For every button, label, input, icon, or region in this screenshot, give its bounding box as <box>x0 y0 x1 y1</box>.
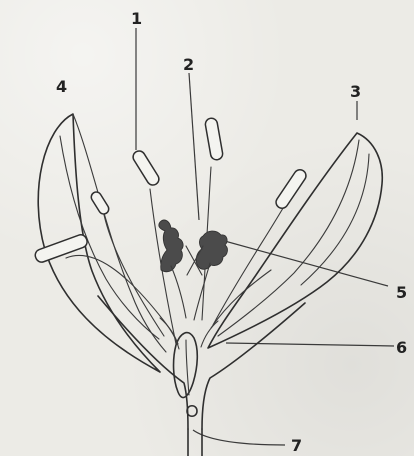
label-6: 6 <box>396 338 407 357</box>
leader-line-7 <box>193 430 285 445</box>
right-tepal-outline <box>208 133 382 348</box>
label-2: 2 <box>183 55 194 74</box>
anther-upper-left <box>131 149 161 188</box>
anther-right <box>274 167 309 210</box>
label-7: 7 <box>291 436 302 455</box>
stem <box>188 429 202 456</box>
label-5: 5 <box>396 283 407 302</box>
label-4: 4 <box>56 77 67 96</box>
stigma-left <box>159 220 183 272</box>
pedicel-node <box>187 406 197 417</box>
stamen-filament-right <box>213 203 286 325</box>
stigma-left-style <box>171 266 186 318</box>
label-1: 1 <box>131 9 142 28</box>
anther-upper-center <box>204 117 223 160</box>
label-3: 3 <box>350 82 361 101</box>
ovary-inner <box>186 340 189 395</box>
anther-left-small <box>89 190 110 216</box>
leader-line-2 <box>189 73 199 220</box>
leader-line-6 <box>226 343 394 346</box>
leader-line-5 <box>221 240 388 286</box>
